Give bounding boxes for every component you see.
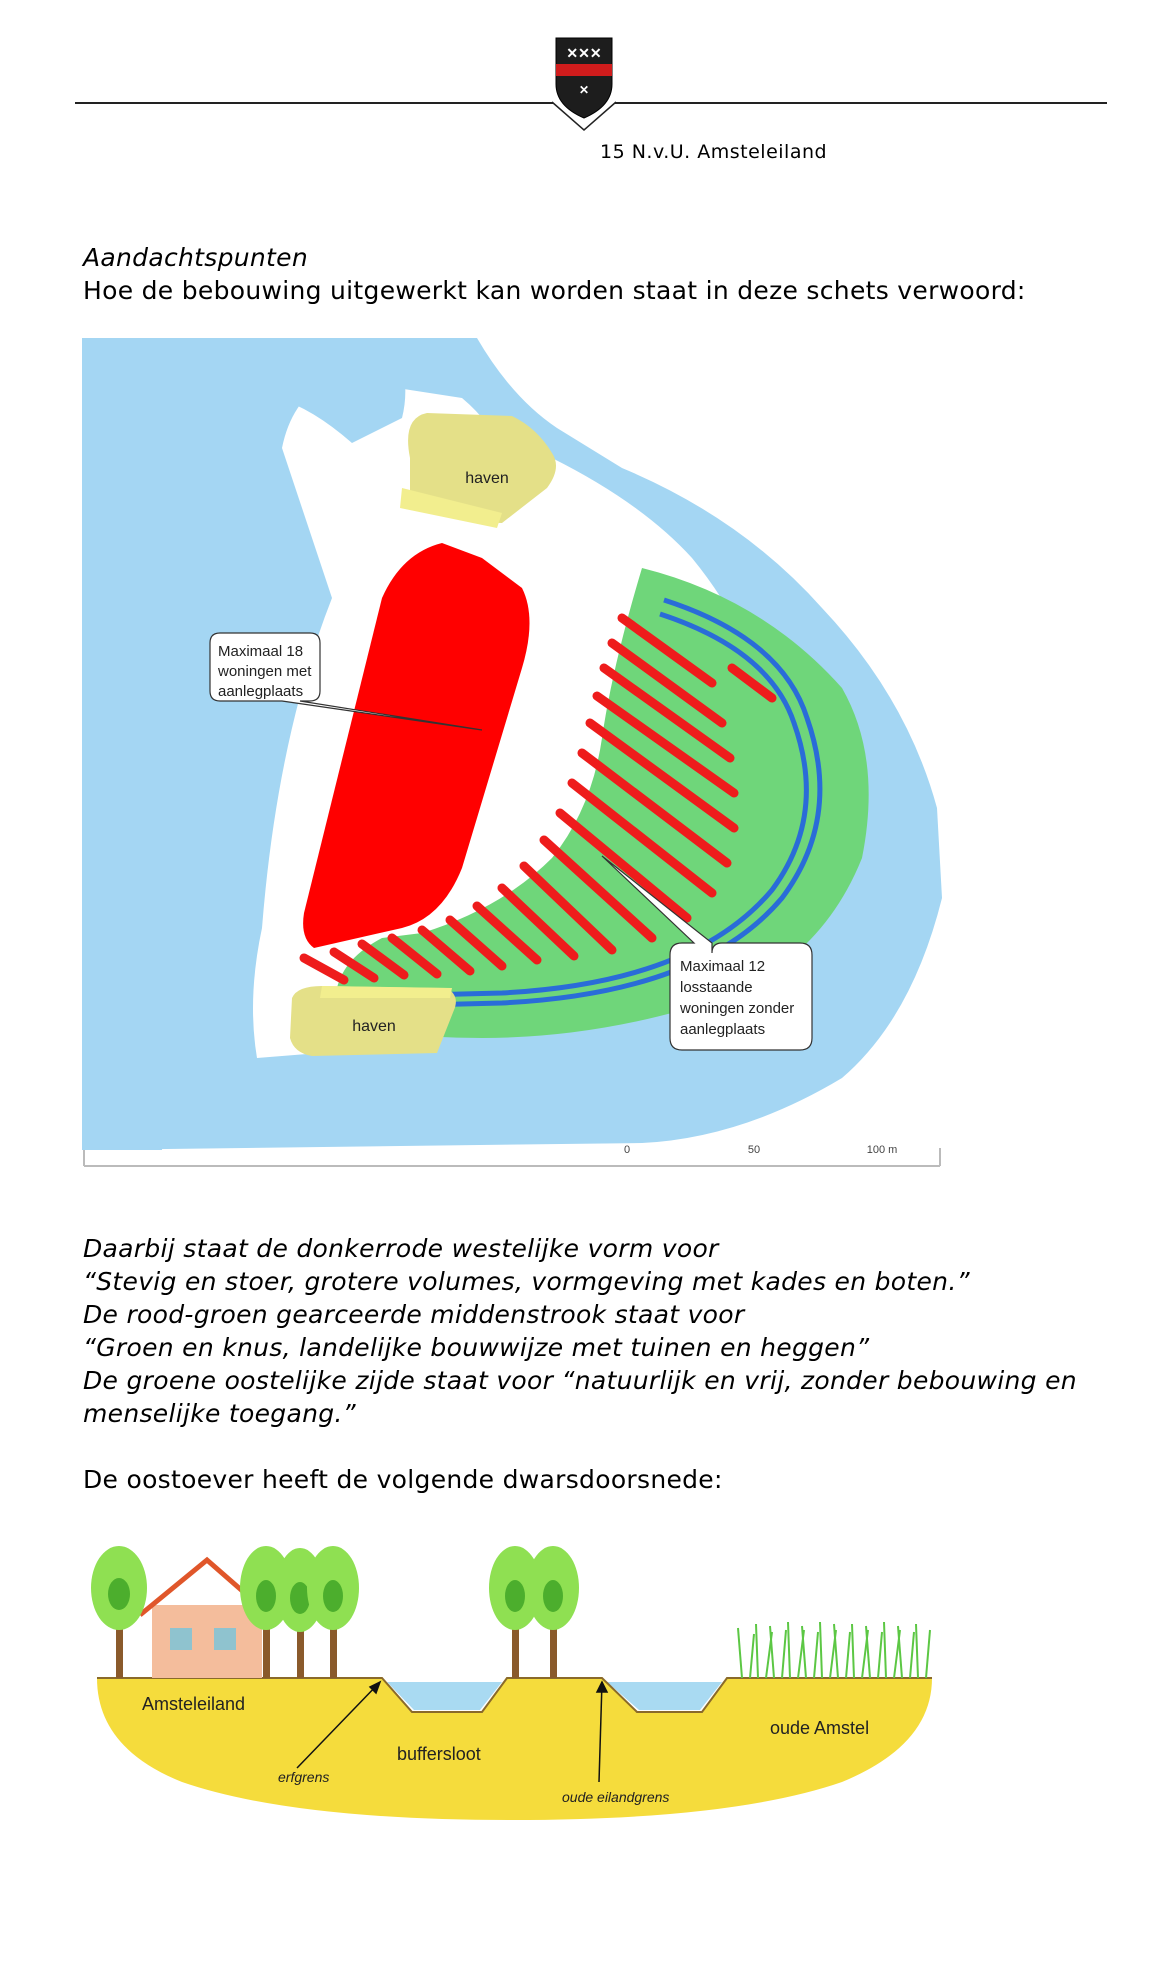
label-oude-amstel: oude Amstel [770, 1718, 869, 1738]
house-window-left [170, 1628, 192, 1650]
callout-left: Maximaal 18 woningen met aanlegplaats [209, 632, 483, 731]
trees [91, 1546, 579, 1678]
erfgrens-arrowhead [368, 1680, 382, 1695]
haven-top-label: haven [465, 470, 509, 487]
amsterdam-crest-icon: ✕✕✕ ✕ [551, 37, 617, 131]
description-line-4: “Groen en knus, landelijke bouwwijze met… [83, 1333, 870, 1362]
hatch-stripes [299, 613, 777, 985]
label-erfgrens: erfgrens [278, 1769, 329, 1785]
cross-section-intro: De oostoever heeft de volgende dwarsdoor… [83, 1465, 723, 1494]
house-window-right [214, 1628, 236, 1650]
tree-icon [91, 1546, 147, 1678]
red-block [303, 543, 530, 948]
reeds [737, 1621, 931, 1679]
scale-label-50: 50 [748, 1144, 760, 1156]
callout-left-line-1: Maximaal 18 [218, 643, 303, 660]
description-line-3: De rood-groen gearceerde middenstrook st… [83, 1300, 745, 1329]
house-illustration [138, 1556, 272, 1678]
description-line-2: “Stevig en stoer, grotere volumes, vormg… [83, 1267, 970, 1296]
label-buffersloot: buffersloot [397, 1744, 481, 1764]
erfgrens-arrow [296, 1681, 381, 1769]
description-line-5: De groene oostelijke zijde staat voor “n… [83, 1366, 1077, 1395]
tree-icon [307, 1546, 359, 1678]
blue-ditch-lines [381, 597, 823, 1009]
site-plan-map: haven haven Maximaal 18 woningen met aan… [82, 338, 942, 1167]
haven-bottom-label: haven [352, 1018, 396, 1035]
description: Daarbij staat de donkerrode westelijke v… [83, 1232, 1123, 1430]
description-line-1: Daarbij staat de donkerrode westelijke v… [83, 1234, 719, 1263]
intro-text: Hoe de bebouwing uitgewerkt kan worden s… [83, 276, 1026, 305]
callout-right-line-1: Maximaal 12 [680, 958, 765, 975]
scale-label-100: 100 m [867, 1144, 898, 1156]
callout-right: Maximaal 12 losstaande woningen zonder a… [601, 855, 813, 1051]
water-top-channel [252, 338, 406, 443]
tree-icon [527, 1546, 579, 1678]
scale-bar: 0 50 100 m [624, 1144, 897, 1156]
header: ✕✕✕ ✕ 15 N.v.U. Amsteleiland [0, 0, 1173, 170]
oude-amstel-water [607, 1682, 722, 1710]
haven-top-edge [400, 488, 502, 528]
section-heading: Aandachtspunten [83, 243, 308, 272]
cross-section-diagram: Amsteleiland buffersloot oude Amstel erf… [91, 1546, 932, 1820]
description-line-6: menselijke toegang.” [83, 1399, 356, 1428]
ground-body [97, 1678, 932, 1820]
callout-left-line-3: aanlegplaats [218, 683, 303, 700]
page-label: 15 N.v.U. Amsteleiland [600, 141, 828, 163]
annotation-arrows [296, 1680, 609, 1783]
eilandgrens-arrowhead [595, 1680, 609, 1693]
buffersloot-water [387, 1682, 502, 1710]
haven-bottom-edge [320, 986, 452, 998]
callout-right-line-2: losstaande [680, 979, 753, 996]
callout-right-line-4: aanlegplaats [680, 1021, 765, 1038]
eilandgrens-arrow [598, 1681, 603, 1783]
tree-icon [489, 1546, 541, 1678]
svg-text:✕✕✕: ✕✕✕ [566, 45, 601, 61]
haven-bottom [290, 986, 456, 1056]
svg-text:✕: ✕ [579, 83, 589, 97]
haven-top [408, 413, 556, 523]
callout-left-line-2: woningen met [217, 663, 312, 680]
callout-right-line-3: woningen zonder [679, 1000, 794, 1017]
label-amsteleiland: Amsteleiland [142, 1694, 245, 1714]
label-oude-eilandgrens: oude eilandgrens [562, 1789, 669, 1805]
scale-label-0: 0 [624, 1144, 630, 1156]
water-left-bank [82, 338, 242, 1150]
